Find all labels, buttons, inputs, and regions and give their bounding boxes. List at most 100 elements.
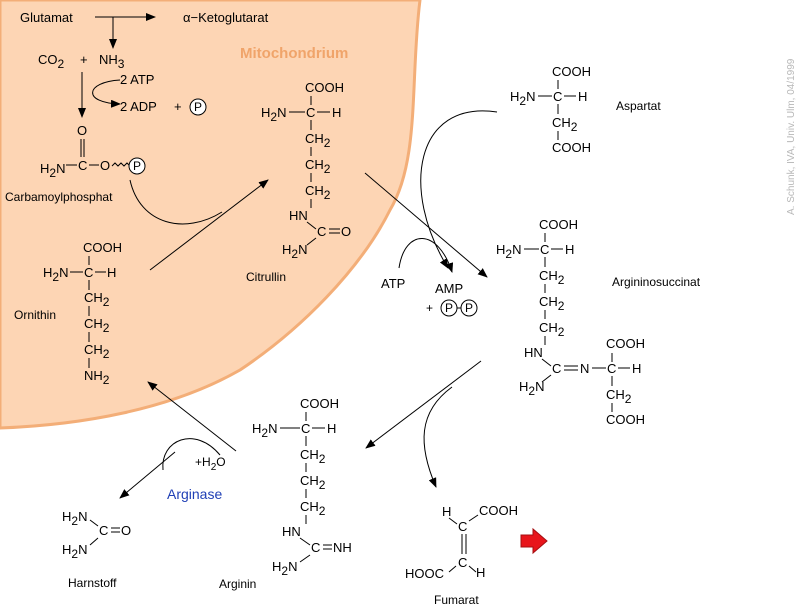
- aspartat-entry-curve: [420, 110, 498, 269]
- citrullin-to-argininosuccinat-arrow: [364, 172, 488, 278]
- svg-text:H: H: [565, 242, 574, 257]
- mitochondrion-label: Mitochondrium: [240, 45, 348, 62]
- arginin-structure: COOH H2N C H CH2 CH2 CH2 HN C NH H2N: [252, 396, 352, 578]
- svg-text:CH2: CH2: [305, 131, 331, 150]
- svg-text:CH2: CH2: [84, 316, 110, 335]
- aspartat-structure: COOH H2N C H CH2 COOH: [510, 64, 591, 155]
- svg-text:N: N: [580, 361, 589, 376]
- svg-text:HN: HN: [524, 345, 543, 360]
- svg-text:HN: HN: [289, 208, 308, 223]
- carbamoyl-transfer-curve: [129, 179, 223, 225]
- svg-text:H: H: [632, 361, 641, 376]
- arginin-label: Arginin: [219, 577, 256, 591]
- co2-label: CO2: [38, 52, 65, 71]
- glutamat-label: Glutamat: [20, 10, 73, 25]
- argininosuccinat-to-arginin-arrow: [365, 360, 482, 449]
- svg-text:C: C: [458, 519, 467, 534]
- amp-label: AMP: [435, 281, 463, 296]
- svg-text:CH2: CH2: [606, 387, 632, 406]
- adp-plus-sign: +: [174, 99, 182, 114]
- svg-text:CH2: CH2: [300, 499, 326, 518]
- plus-sign: +: [80, 52, 88, 67]
- water-label: +H2O: [195, 455, 226, 473]
- citrullin-label: Citrullin: [246, 270, 286, 284]
- svg-text:CH2: CH2: [84, 342, 110, 361]
- svg-text:P: P: [133, 159, 141, 173]
- adp-label: 2 ADP: [120, 99, 157, 114]
- svg-text:H: H: [442, 504, 451, 519]
- ornithin-label: Ornithin: [14, 308, 56, 322]
- svg-text:CH2: CH2: [539, 320, 565, 339]
- svg-text:COOH: COOH: [606, 412, 645, 427]
- nh3-label: NH3: [99, 52, 125, 71]
- svg-text:O: O: [77, 123, 87, 138]
- svg-text:NH2: NH2: [84, 368, 110, 387]
- svg-text:H2N: H2N: [272, 559, 297, 578]
- atp-label: 2 ATP: [120, 72, 154, 87]
- svg-text:COOH: COOH: [539, 217, 578, 232]
- svg-text:CH2: CH2: [300, 473, 326, 492]
- svg-text:H2N: H2N: [62, 542, 87, 561]
- harnstoff-structure: H2N C O H2N: [62, 509, 131, 561]
- svg-text:COOH: COOH: [606, 336, 645, 351]
- svg-text:CH2: CH2: [305, 157, 331, 176]
- svg-text:COOH: COOH: [479, 503, 518, 518]
- svg-text:C: C: [301, 421, 310, 436]
- svg-text:HN: HN: [282, 524, 301, 539]
- atp-consumption-curve: [92, 79, 121, 108]
- atp-hydrolysis-curve: [398, 238, 454, 273]
- pyrophosphate-icon-2: [460, 299, 478, 317]
- svg-text:C: C: [607, 361, 616, 376]
- urea-release-arrow: [119, 451, 176, 499]
- credit-text: A. Schunk, IVA, Univ. Ulm, 04/1999: [786, 58, 797, 215]
- svg-text:C: C: [540, 242, 549, 257]
- svg-text:CH2: CH2: [539, 268, 565, 287]
- harnstoff-label: Harnstoff: [68, 576, 117, 590]
- svg-text:CH2: CH2: [552, 115, 578, 134]
- fumarat-structure: H C COOH C HOOC H: [405, 503, 518, 581]
- ornithin-to-citrullin-arrow: [149, 179, 269, 271]
- svg-text:CH2: CH2: [300, 447, 326, 466]
- fumarat-label: Fumarat: [434, 593, 479, 607]
- svg-text:COOH: COOH: [300, 396, 339, 411]
- pyrophosphate-label-2: P: [465, 301, 473, 315]
- svg-text:COOH: COOH: [305, 80, 344, 95]
- argininosuccinat-structure: COOH H2N C H CH2 CH2 CH2 HN C N C H COOH…: [496, 217, 645, 427]
- arginase-enzyme-label: Arginase: [167, 486, 222, 502]
- svg-text:COOH: COOH: [552, 140, 591, 155]
- arginin-to-ornithin-arrow: [147, 381, 237, 452]
- svg-text:COOH: COOH: [83, 240, 122, 255]
- svg-text:C: C: [553, 89, 562, 104]
- phosphate-icon: [189, 98, 207, 116]
- fumarat-release-curve: [423, 386, 453, 488]
- svg-text:H: H: [327, 421, 336, 436]
- svg-text:C: C: [99, 523, 108, 538]
- svg-text:C: C: [84, 265, 93, 280]
- svg-text:O: O: [341, 224, 351, 239]
- svg-text:H2N: H2N: [62, 509, 87, 528]
- svg-text:CH2: CH2: [84, 290, 110, 309]
- svg-text:O: O: [100, 158, 110, 173]
- pp-plus-sign: +: [426, 301, 433, 315]
- citrullin-structure: COOH H2N C H CH2 CH2 CH2 HN C O H2N: [261, 80, 351, 261]
- ornithin-structure: COOH H2N C H CH2 CH2 CH2 NH2: [43, 240, 122, 387]
- svg-text:O: O: [121, 523, 131, 538]
- atp-label-2: ATP: [381, 276, 405, 291]
- svg-text:CH2: CH2: [305, 183, 331, 202]
- phosphate-label: P: [194, 100, 202, 114]
- water-entry-curve: [162, 438, 221, 471]
- aspartat-label: Aspartat: [616, 99, 661, 113]
- svg-text:H2N: H2N: [40, 161, 65, 180]
- svg-text:CH2: CH2: [539, 294, 565, 313]
- svg-text:C: C: [78, 158, 87, 173]
- svg-text:NH: NH: [333, 540, 352, 555]
- next-arrow-icon[interactable]: [520, 527, 548, 555]
- svg-text:H2N: H2N: [261, 105, 286, 124]
- svg-text:C: C: [317, 224, 326, 239]
- ketoglutarat-label: α−Ketoglutarat: [183, 10, 269, 25]
- svg-text:C: C: [458, 555, 467, 570]
- svg-text:H: H: [107, 265, 116, 280]
- svg-text:COOH: COOH: [552, 64, 591, 79]
